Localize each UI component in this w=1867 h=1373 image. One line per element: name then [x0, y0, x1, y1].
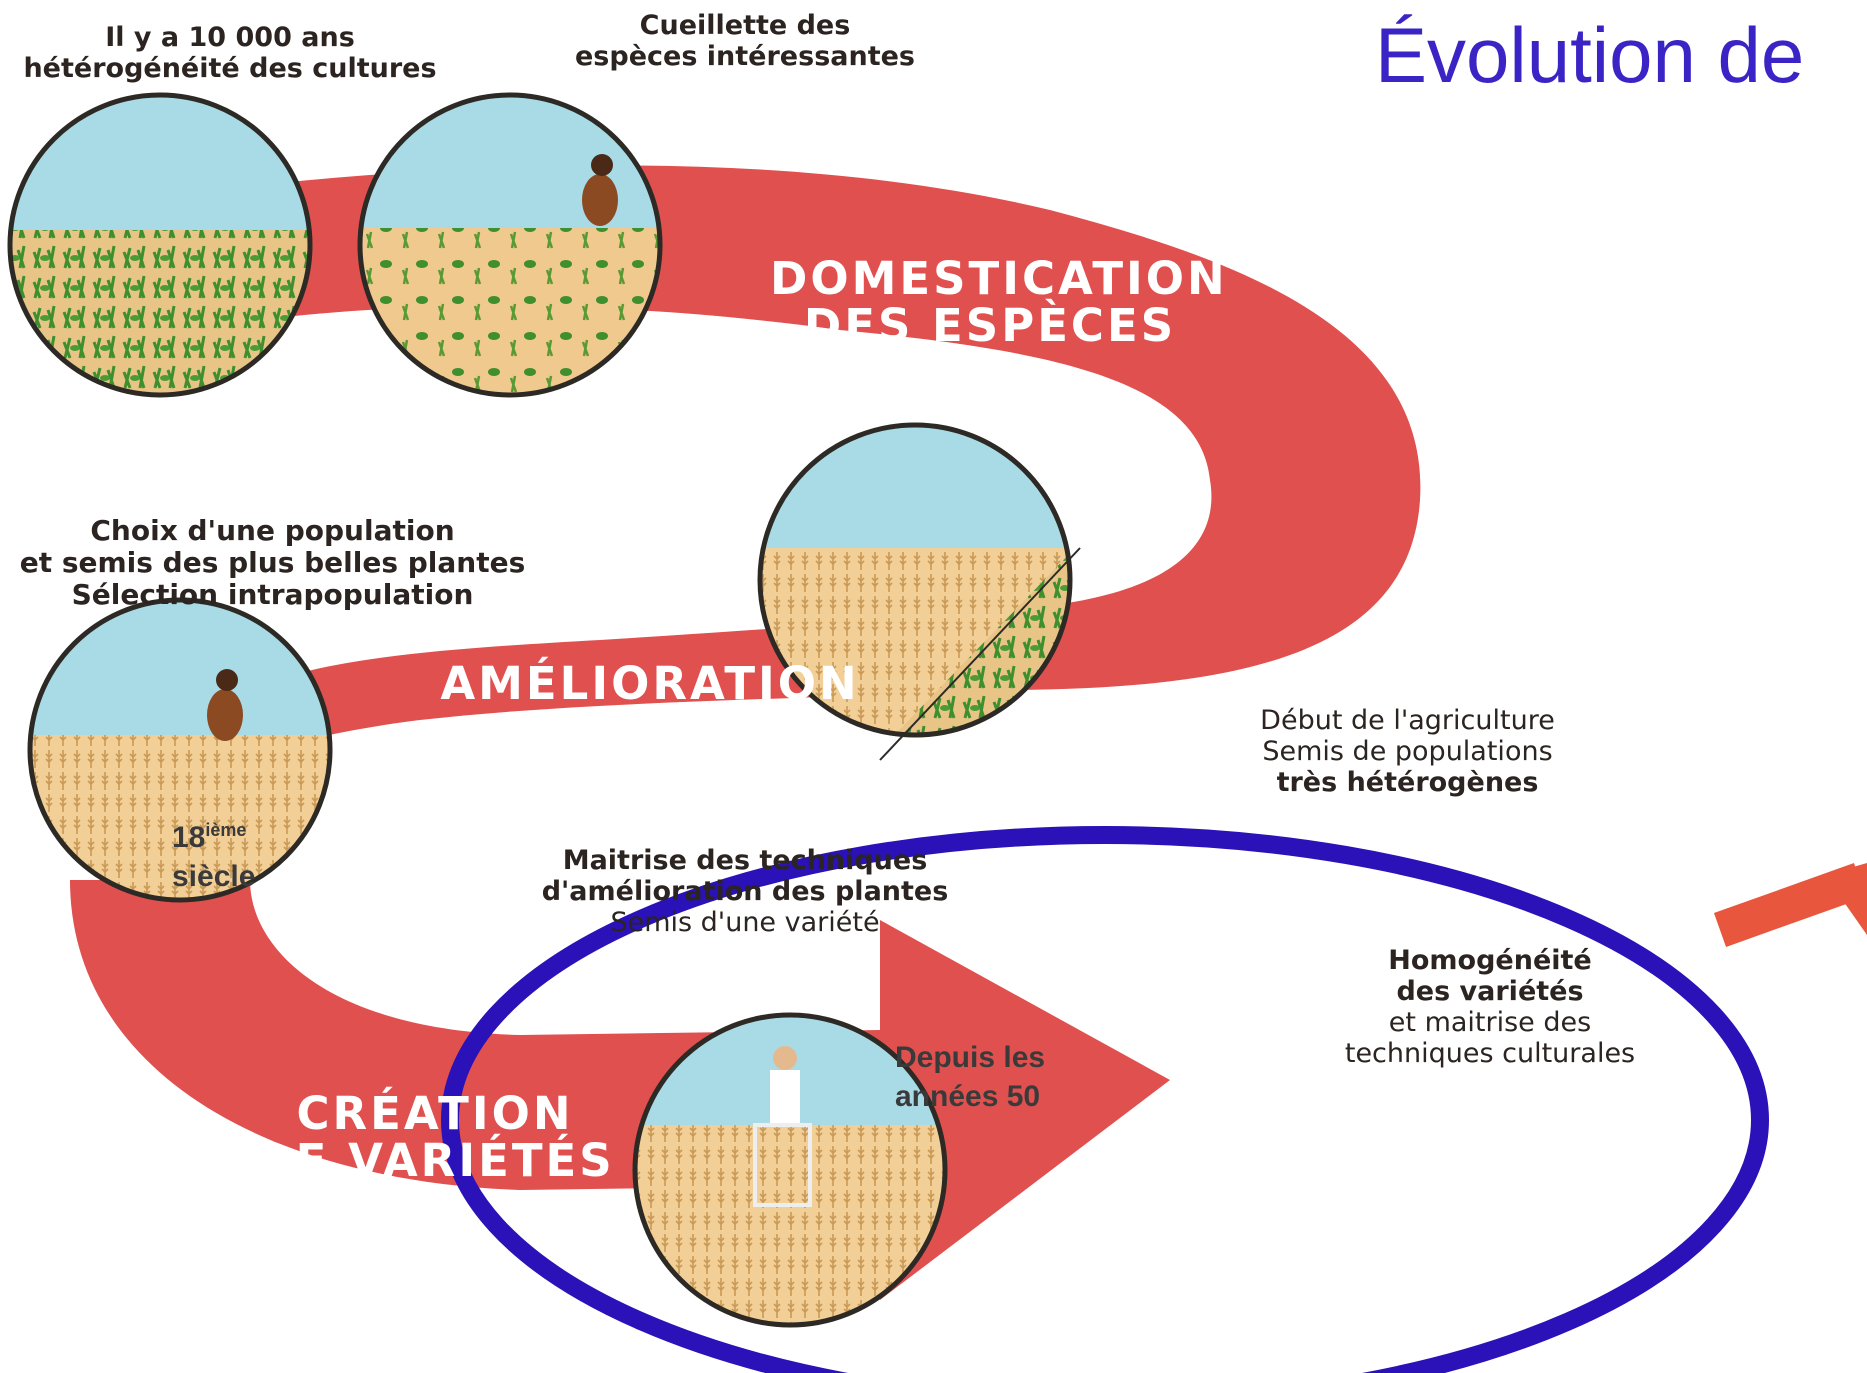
caption-mastery-line-1: Maitrise des techniques	[500, 845, 990, 876]
caption-start-line-1: Il y a 10 000 ans	[10, 22, 450, 53]
caption-mastery-line-3: Semis d'une variété	[500, 907, 990, 938]
century-superscript: ième	[205, 820, 246, 840]
circle-start-field	[0, 80, 320, 410]
caption-homogeneity: Homogénéité des variétés et maitrise des…	[1300, 945, 1680, 1069]
caption-gathering-line-2: espèces intéressantes	[545, 41, 945, 72]
band-domestication-line-2: DES ESPÈCES	[770, 302, 1210, 349]
century-word: siècle	[172, 860, 255, 893]
band-label-creation: CRÉATION DE VARIÉTÉS	[255, 1090, 615, 1185]
circle-gathering-field	[350, 80, 670, 408]
caption-agriculture-line-1: Début de l'agriculture	[1225, 705, 1590, 736]
caption-start-line-2: hétérogénéité des cultures	[10, 53, 450, 84]
caption-homogeneity-line-2: des variétés	[1300, 976, 1680, 1007]
band-creation-line-1: CRÉATION	[255, 1090, 615, 1137]
band-amelioration-line-2: DE POPULATIONS	[430, 707, 870, 802]
century-number: 18	[172, 821, 205, 854]
caption-population-choice: Choix d'une population et semis des plus…	[0, 515, 545, 612]
caption-homogeneity-line-4: techniques culturales	[1300, 1038, 1680, 1069]
caption-agriculture-line-3: très hétérogènes	[1225, 767, 1590, 798]
band-label-amelioration: AMÉLIORATION DE POPULATIONS	[430, 660, 870, 802]
since-line-1: Depuis les	[895, 1041, 1045, 1074]
caption-agriculture-start: Début de l'agriculture Semis de populati…	[1225, 705, 1590, 798]
band-creation-line-2: DE VARIÉTÉS	[255, 1137, 615, 1184]
caption-gathering: Cueillette des espèces intéressantes	[545, 10, 945, 72]
annotation-century: 18ième siècle	[172, 818, 255, 896]
band-amelioration-line-1: AMÉLIORATION	[430, 660, 870, 707]
caption-homogeneity-line-1: Homogénéité	[1300, 945, 1680, 976]
caption-population-line-1: Choix d'une population	[0, 515, 545, 547]
caption-mastery: Maitrise des techniques d'amélioration d…	[500, 845, 990, 938]
caption-population-line-2: et semis des plus belles plantes	[0, 547, 545, 579]
band-label-domestication: DOMESTICATION DES ESPÈCES	[770, 255, 1210, 350]
caption-mastery-line-2: d'amélioration des plantes	[500, 876, 990, 907]
caption-population-line-3: Sélection intrapopulation	[0, 579, 545, 611]
next-arrow	[1720, 863, 1867, 935]
caption-gathering-line-1: Cueillette des	[545, 10, 945, 41]
page-title: Évolution de	[1375, 10, 1804, 101]
band-domestication-line-1: DOMESTICATION	[770, 255, 1210, 302]
caption-homogeneity-line-3: et maitrise des	[1300, 1007, 1680, 1038]
caption-agriculture-line-2: Semis de populations	[1225, 736, 1590, 767]
caption-start: Il y a 10 000 ans hétérogénéité des cult…	[10, 22, 450, 84]
since-line-2: années 50	[895, 1080, 1040, 1113]
annotation-since-fifties: Depuis les années 50	[895, 1038, 1045, 1116]
